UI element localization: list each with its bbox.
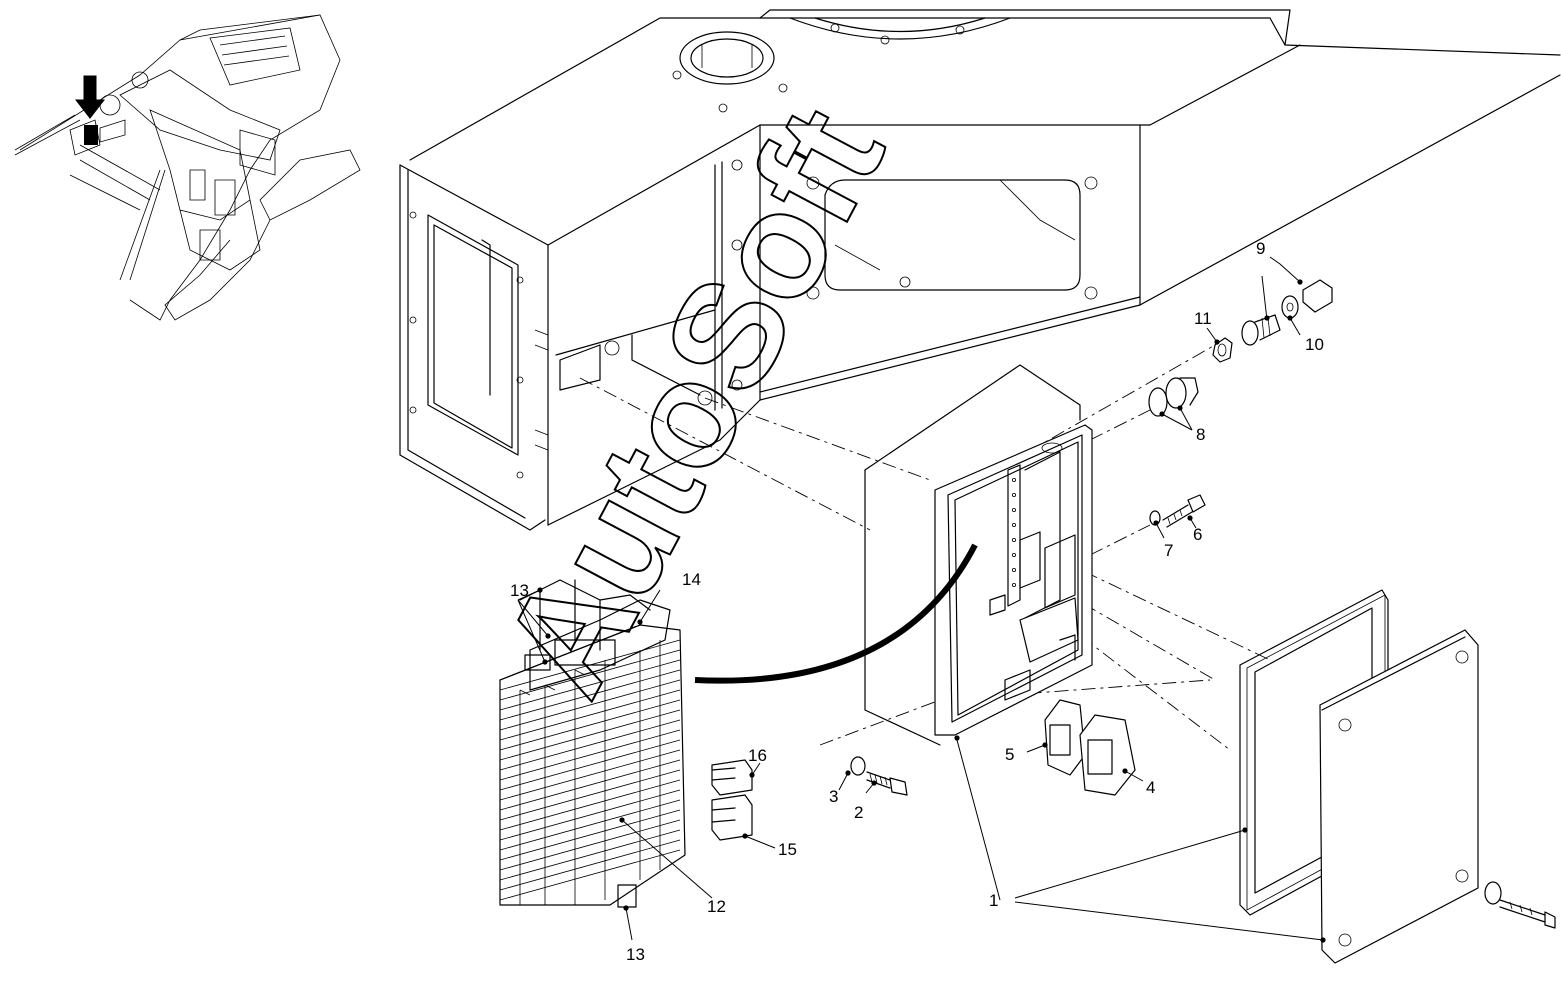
callout-1: 1 — [989, 891, 998, 910]
connector-5 — [1044, 699, 1086, 776]
callout-2: 2 — [854, 803, 863, 822]
leader-lines — [517, 256, 1324, 941]
callout-6: 6 — [1193, 525, 1202, 544]
callout-labels: 1 2 3 4 5 6 7 8 9 10 11 12 13 13 14 15 1… — [510, 239, 1324, 964]
callout-3: 3 — [829, 787, 838, 806]
callout-13-top: 13 — [510, 581, 529, 600]
callout-10: 10 — [1305, 335, 1324, 354]
small-parts — [711, 279, 1556, 964]
highlight-box — [84, 125, 98, 145]
callout-14: 14 — [682, 570, 701, 589]
callout-16: 16 — [748, 746, 767, 765]
callout-11: 11 — [1194, 309, 1212, 328]
location-arrow-icon — [74, 75, 106, 119]
gland-9 — [1241, 314, 1281, 346]
connector-4 — [1079, 714, 1136, 796]
cover-screw — [1484, 881, 1556, 929]
callout-15: 15 — [778, 840, 797, 859]
callout-5: 5 — [1005, 745, 1014, 764]
callout-8: 8 — [1196, 425, 1205, 444]
callout-13-bottom: 13 — [626, 945, 645, 964]
watermark: AutoSoft — [470, 82, 916, 720]
locknut-11 — [1212, 337, 1233, 363]
cover-plate — [1319, 629, 1479, 964]
electrical-enclosure — [694, 364, 1093, 746]
callout-12: 12 — [707, 897, 726, 916]
callout-4: 4 — [1146, 778, 1155, 797]
locator-thumbnail — [14, 14, 361, 321]
leader-dots — [537, 279, 1326, 943]
seal-10 — [1281, 295, 1299, 319]
machine-frame — [399, 9, 1561, 531]
cap-nut — [1302, 279, 1333, 313]
callout-7: 7 — [1164, 541, 1173, 560]
relay-16 — [711, 759, 753, 796]
callout-9: 9 — [1256, 239, 1265, 258]
gland-8 — [1148, 377, 1199, 417]
relay-15 — [711, 794, 753, 841]
